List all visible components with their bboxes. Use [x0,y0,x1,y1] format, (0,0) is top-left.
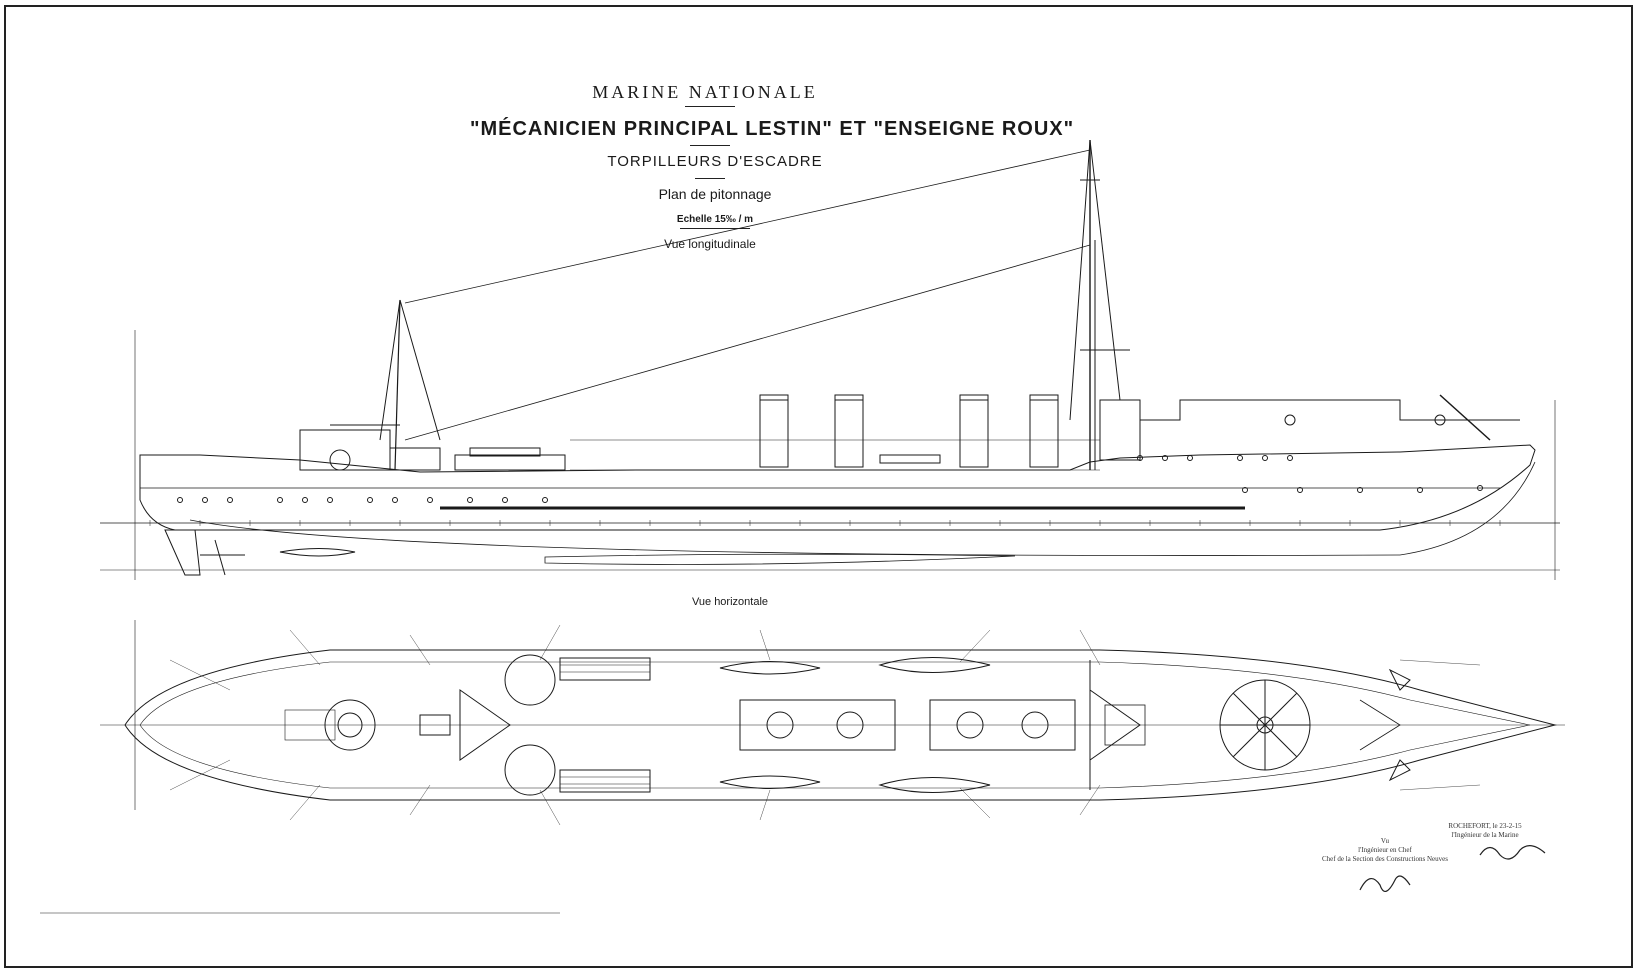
horizontal-view [100,620,1565,826]
funnel-3 [959,394,989,468]
funnel-casing-1 [739,699,896,751]
funnels [759,394,1059,468]
triangle-fitting [459,689,511,761]
anchor-starboard [1388,759,1411,782]
anchor-port [1388,668,1411,691]
funnel-1 [759,394,789,468]
deck-structure-aft [454,454,566,471]
lower-stay [404,244,1091,441]
bridge-front [1089,689,1141,761]
title-ship-names: "MÉCANICIEN PRINCIPAL LESTIN" ET "ENSEIG… [470,118,1075,140]
main-stay [404,149,1091,304]
portholes-row [177,455,1483,503]
funnel-2 [834,394,864,468]
blueprint-sheet [4,5,1633,968]
deck-outline [124,649,1557,801]
boat-starboard-2 [878,777,991,793]
deckhouse-aft-top [419,714,451,736]
title-ornament [685,106,735,107]
date-note: ROCHEFORT, le 23-2-15 l'Ingénieur de la … [1448,822,1522,839]
leader-lines [169,624,1481,826]
bilge-keel-lower [544,553,1016,565]
title-ship-class: TORPILLEURS D'ESCADRE [607,153,823,170]
forecastle [1140,399,1520,421]
title-ornament [695,178,725,179]
scale-underline [680,228,750,229]
frame-ticks [149,520,1501,526]
inner-deck-outline [139,661,1531,789]
title-scale: Echelle 15‰ / m [676,214,754,225]
aft-structure [389,447,441,471]
torpedo-tubes-port [559,657,651,681]
title-marine-nationale: MARINE NATIONALE [592,82,818,102]
approval-note: Vu l'Ingénieur en Chef Chef de la Sectio… [1322,837,1448,863]
aft-gun-mount [329,449,351,471]
boat-port-2 [878,657,991,673]
funnel-4 [1029,394,1059,468]
torpedo-tube-2 [879,454,941,464]
label-horizontal-view: Vue horizontale [691,596,769,608]
propeller [200,539,245,576]
torpedo-tube-1 [469,447,541,457]
torpedo-tubes-starboard [559,769,651,793]
propeller-shaft [279,548,356,557]
title-plan-name: Plan de pitonnage [658,186,772,202]
boat-port-1 [719,661,821,675]
longitudinal-view [100,139,1560,580]
boat-starboard-1 [719,775,821,789]
bridge [1099,399,1141,461]
turntable-starboard [504,744,556,796]
label-longitudinal-view: Vue longitudinale [664,237,756,251]
funnel-casing-2 [929,699,1076,751]
hull-side [139,444,1536,531]
aft-mast [394,299,401,471]
davit-forward [1439,394,1491,441]
turntable-port [504,654,556,706]
title-ornament [690,145,730,146]
rudder [164,529,201,576]
aft-gun-ring [324,699,376,751]
